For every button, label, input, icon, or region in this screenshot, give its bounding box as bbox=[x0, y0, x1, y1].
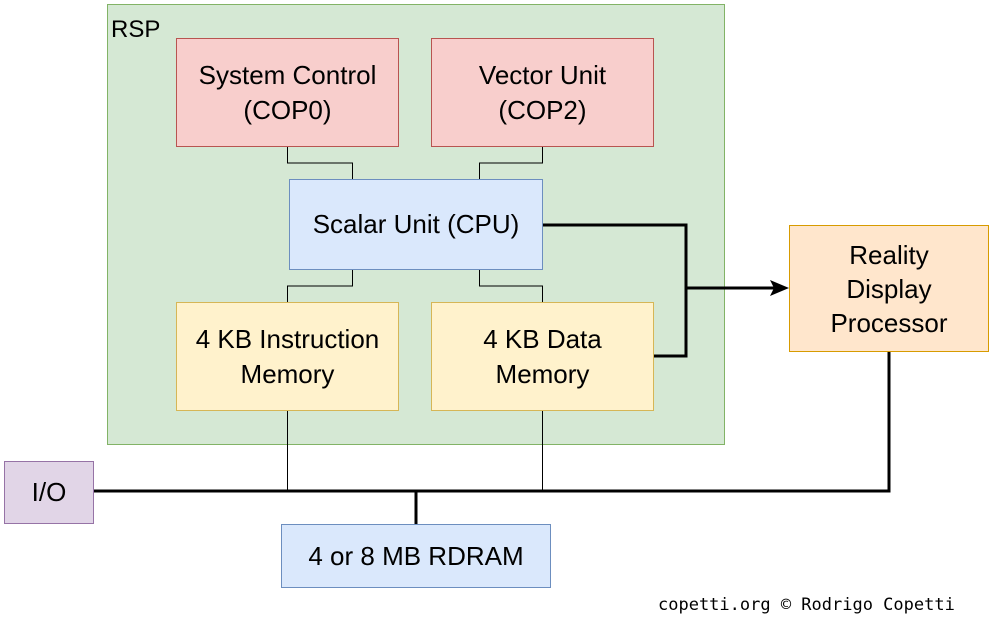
scalar-unit-box: Scalar Unit (CPU) bbox=[289, 179, 543, 270]
cop0-cpu-connector bbox=[287, 147, 353, 179]
rsp-label: RSP bbox=[111, 16, 161, 43]
cpu-rdp-connector bbox=[543, 223, 774, 290]
main-bus bbox=[94, 352, 891, 493]
dmem-rdp-connector bbox=[654, 288, 688, 358]
rdp-arrowhead bbox=[770, 280, 789, 296]
system-control-box: System Control (COP0) bbox=[176, 38, 399, 147]
credit-text: copetti.org © Rodrigo Copetti bbox=[658, 595, 955, 615]
reality-display-processor-box: Reality Display Processor bbox=[789, 225, 989, 352]
rdram-box: 4 or 8 MB RDRAM bbox=[281, 524, 551, 588]
cpu-imem-connector bbox=[287, 270, 353, 302]
data-memory-box: 4 KB Data Memory bbox=[431, 302, 654, 411]
cop2-cpu-connector bbox=[479, 147, 543, 179]
instruction-memory-box: 4 KB Instruction Memory bbox=[176, 302, 399, 411]
cpu-dmem-connector bbox=[479, 270, 543, 302]
io-box: I/O bbox=[4, 461, 94, 524]
vector-unit-box: Vector Unit (COP2) bbox=[431, 38, 654, 147]
